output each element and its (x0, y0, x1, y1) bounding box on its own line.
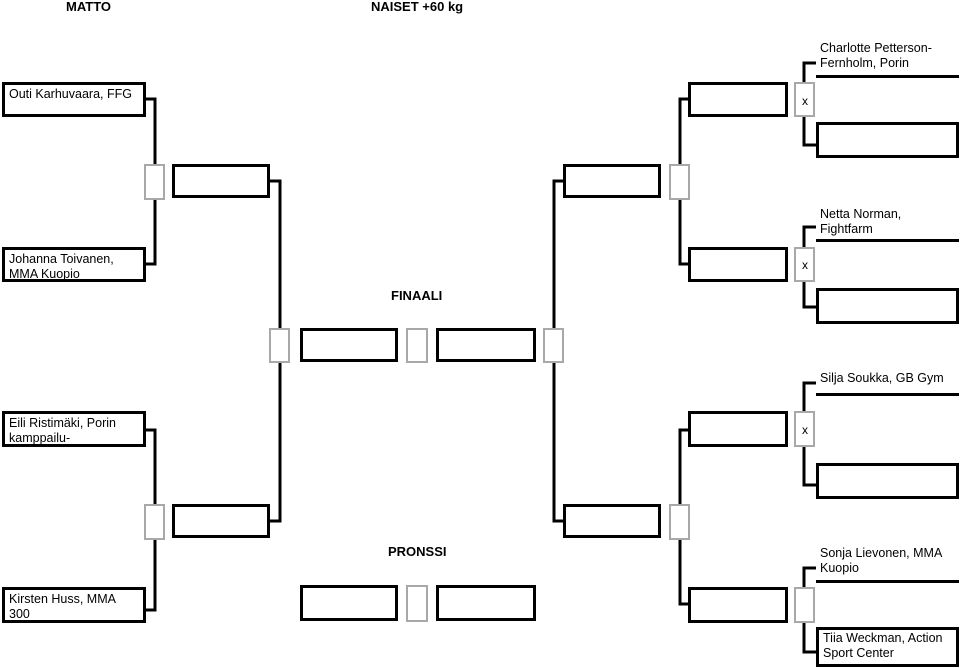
competitor-left-3[interactable]: Eili Ristimäki, Porin kamppailu- (2, 411, 146, 447)
competitor-name: Johanna Toivanen, MMA Kuopio (9, 252, 114, 281)
score-box-right-r1-4[interactable] (794, 587, 815, 623)
score-box-right-r1-2[interactable] (794, 247, 815, 282)
score-mark-r2: x (802, 258, 808, 272)
score-box-right-r1-3[interactable] (794, 411, 815, 447)
score-box-left-semi-1[interactable] (144, 164, 165, 200)
competitor-name: Kirsten Huss, MMA 300 (9, 592, 116, 621)
final-left[interactable] (300, 328, 398, 362)
semi-left-1[interactable] (172, 164, 270, 198)
competitor-left-2[interactable]: Johanna Toivanen, MMA Kuopio (2, 247, 146, 282)
mat-label: MATTO (66, 0, 112, 14)
competitor-name: Tiia Weckman, Action Sport Center (823, 631, 943, 660)
score-box-right-semi-1[interactable] (669, 164, 690, 200)
quarter-right-1[interactable] (688, 82, 788, 117)
final-label: FINAALI (391, 288, 443, 303)
bronze-left[interactable] (300, 585, 398, 621)
quarter-right-3[interactable] (688, 411, 788, 447)
bronze-label: PRONSSI (388, 544, 447, 559)
competitor-left-1[interactable]: Outi Karhuvaara, FFG (2, 82, 146, 117)
semi-right-2[interactable] (563, 504, 661, 538)
semi-right-1[interactable] (563, 164, 661, 198)
competitor-right-empty-3[interactable] (816, 463, 959, 499)
competitor-name: Eili Ristimäki, Porin kamppailu- (9, 416, 116, 445)
final-right[interactable] (436, 328, 536, 362)
score-box-bronze[interactable] (406, 585, 428, 622)
competitor-right-empty-1[interactable] (816, 122, 959, 158)
category-title: NAISET +60 kg (371, 0, 464, 14)
competitor-right-4[interactable]: Sonja Lievonen, MMA Kuopio (816, 545, 959, 583)
bronze-right[interactable] (436, 585, 536, 621)
competitor-right-empty-2[interactable] (816, 288, 959, 324)
competitor-right-5[interactable]: Tiia Weckman, Action Sport Center (816, 627, 959, 667)
score-box-right-semi-2[interactable] (669, 504, 690, 540)
score-box-final-right[interactable] (543, 328, 564, 363)
competitor-right-2[interactable]: Netta Norman, Fightfarm (816, 206, 959, 242)
competitor-name: Netta Norman, Fightfarm (820, 207, 902, 236)
competitor-right-3[interactable]: Silja Soukka, GB Gym (816, 370, 959, 396)
quarter-right-4[interactable] (688, 587, 788, 623)
score-box-final-left[interactable] (269, 328, 290, 363)
score-mark-r1: x (802, 94, 808, 108)
competitor-left-4[interactable]: Kirsten Huss, MMA 300 (2, 587, 146, 623)
competitor-right-1[interactable]: Charlotte Petterson-Fernholm, Porin (816, 40, 959, 78)
score-box-left-semi-2[interactable] (144, 504, 165, 540)
score-box-right-r1-1[interactable] (794, 82, 815, 117)
score-box-final-center[interactable] (406, 328, 428, 363)
semi-left-2[interactable] (172, 504, 270, 538)
competitor-name: Sonja Lievonen, MMA Kuopio (820, 546, 942, 575)
quarter-right-2[interactable] (688, 247, 788, 282)
score-mark-r3: x (802, 423, 808, 437)
competitor-name: Silja Soukka, GB Gym (820, 371, 944, 385)
competitor-name: Charlotte Petterson-Fernholm, Porin (820, 41, 932, 70)
competitor-name: Outi Karhuvaara, FFG (9, 87, 132, 101)
